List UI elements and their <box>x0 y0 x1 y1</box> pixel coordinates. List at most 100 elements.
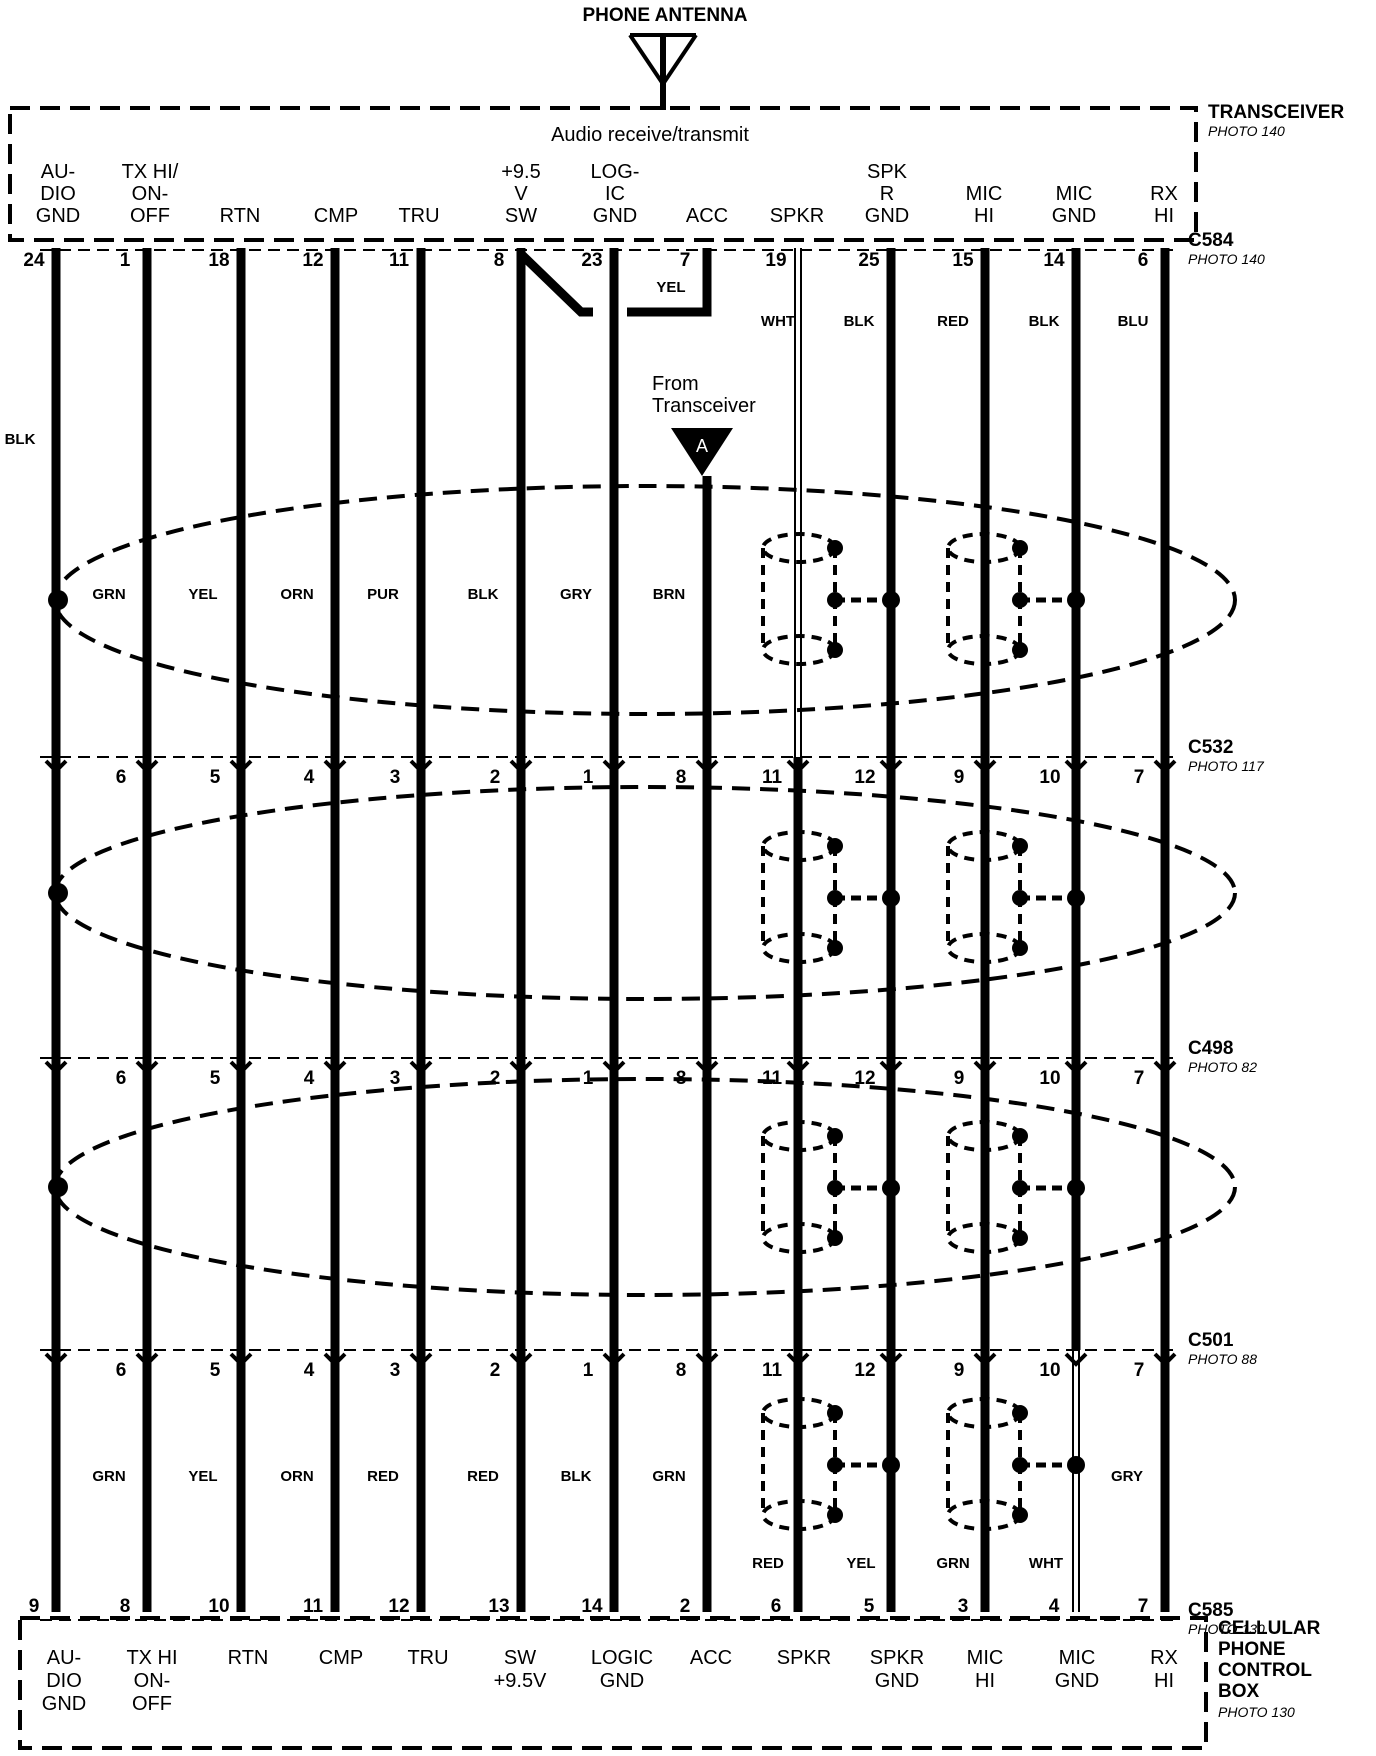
wire-color-label: BLU <box>1118 313 1149 330</box>
control-box-title-line: CONTROL <box>1218 1660 1312 1681</box>
connector-name: C584 <box>1188 230 1234 251</box>
drain-dot <box>1067 889 1085 907</box>
connector-pin-number: 14 <box>1043 250 1065 271</box>
wire-color-label: YEL <box>846 1555 875 1572</box>
control-box-pin-label: RX <box>1150 1647 1178 1669</box>
wire-color-label: YEL <box>188 586 217 603</box>
connector-chevron <box>879 1060 903 1075</box>
wire-color-label: GRN <box>936 1555 969 1572</box>
connector-chevron <box>786 1060 810 1075</box>
control-box-pin-label: SPKR <box>777 1647 831 1669</box>
shield-dot <box>827 642 843 658</box>
connector-pin-number: 1 <box>120 250 131 271</box>
shield-icon <box>946 830 1085 964</box>
connector-name: C532 <box>1188 737 1233 758</box>
transceiver-pin-label: MIC <box>1056 183 1093 205</box>
transceiver-pin-label: OFF <box>130 205 170 227</box>
wire-color-label: YEL <box>188 1468 217 1485</box>
control-box-pin-label: ON- <box>134 1670 171 1692</box>
connector-chevron <box>695 759 719 774</box>
connector-pin-number: 12 <box>302 250 323 271</box>
connector-pin-number: 1 <box>583 1068 594 1089</box>
shield-dot <box>827 1128 843 1144</box>
connector-pin-number: 3 <box>390 767 401 788</box>
drain-dot <box>882 591 900 609</box>
connector-chevron <box>786 1352 810 1367</box>
control-box-pin-label: GND <box>875 1670 919 1692</box>
connector-chevron <box>602 1352 626 1367</box>
connector-pin-number: 10 <box>1039 1360 1060 1381</box>
transceiver-pin-label: R <box>880 183 894 205</box>
connector-pin-number: 6 <box>1138 250 1149 271</box>
control-box-pin-label: SW <box>504 1647 536 1669</box>
connector-pin-number: 12 <box>854 1068 875 1089</box>
shield-dot <box>1012 1507 1028 1523</box>
connector-pin-number: 8 <box>494 250 505 271</box>
connector-pin-number: 11 <box>762 1068 783 1089</box>
connector-pin-number: 2 <box>680 1596 691 1617</box>
transceiver-pin-label: GND <box>1052 205 1096 227</box>
connector-pin-number: 4 <box>304 1360 315 1381</box>
connector-pin-number: 15 <box>952 250 974 271</box>
connector-name: C501 <box>1188 1330 1234 1351</box>
shield-dot <box>1012 1230 1028 1246</box>
connector-chevron <box>602 759 626 774</box>
wire-color-label: GRN <box>92 1468 125 1485</box>
transceiver-pin-label: RTN <box>220 205 261 227</box>
connector-pin-number: 7 <box>1134 767 1145 788</box>
transceiver-pin-label: +9.5 <box>501 161 540 183</box>
connector-chevron <box>1064 1352 1088 1367</box>
transceiver-pin-label: LOG- <box>591 161 640 183</box>
transceiver-photo: PHOTO 140 <box>1208 123 1285 139</box>
connector-chevron <box>409 759 433 774</box>
connector-chevron <box>135 759 159 774</box>
transceiver-pin-label: GND <box>36 205 80 227</box>
transceiver-pin-label: HI <box>974 205 994 227</box>
connector-pin-number: 8 <box>120 1596 131 1617</box>
control-box-pin-label: GND <box>1055 1670 1099 1692</box>
shield-dot <box>1012 642 1028 658</box>
connector-pin-number: 10 <box>1039 1068 1060 1089</box>
shield-icon <box>761 1120 900 1254</box>
transceiver-pin-label: GND <box>865 205 909 227</box>
transceiver-pin-label: HI <box>1154 205 1174 227</box>
drain-dot <box>882 1179 900 1197</box>
connector-pin-number: 9 <box>954 1360 965 1381</box>
connector-chevron <box>1064 1060 1088 1075</box>
transceiver-box: Audio receive/transmit TRANSCEIVER PHOTO… <box>8 102 1344 242</box>
connector-pin-number: 10 <box>208 1596 229 1617</box>
connector-pin-number: 7 <box>680 250 691 271</box>
connector-pin-number: 8 <box>676 1068 687 1089</box>
connector-photo: PHOTO 82 <box>1188 1059 1257 1075</box>
wire-color-label: PUR <box>367 586 399 603</box>
wire-color-label: GRN <box>652 1468 685 1485</box>
connector-pin-number: 3 <box>958 1596 969 1617</box>
shield-dot <box>827 1230 843 1246</box>
drain-dot <box>882 1456 900 1474</box>
transceiver-pin-label: MIC <box>966 183 1003 205</box>
shield-icon <box>761 532 900 666</box>
transceiver-pin-label: AU- <box>41 161 75 183</box>
shield-icon <box>946 1120 1085 1254</box>
connector-chevron <box>509 1060 533 1075</box>
transceiver-pin-label: SW <box>505 205 537 227</box>
splice-dot <box>48 883 68 903</box>
connector-pin-number: 19 <box>765 250 786 271</box>
control-box-pin-label: ACC <box>690 1647 732 1669</box>
connector-pin-number: 8 <box>676 767 687 788</box>
control-box-pin-label: LOGIC <box>591 1647 653 1669</box>
control-box-pin-label: OFF <box>132 1693 172 1715</box>
control-box-pin-label: MIC <box>967 1647 1004 1669</box>
connector-pin-number: 25 <box>858 250 880 271</box>
connector-pin-number: 9 <box>954 767 965 788</box>
wire-color-label: BLK <box>1029 313 1060 330</box>
wire-color-label: GRY <box>560 586 592 603</box>
control-box-pin-label: SPKR <box>870 1647 924 1669</box>
wire-color-label: RED <box>367 1468 399 1485</box>
twisted-pair-ellipse <box>53 1077 1237 1297</box>
transceiver-pin-label: DIO <box>40 183 76 205</box>
